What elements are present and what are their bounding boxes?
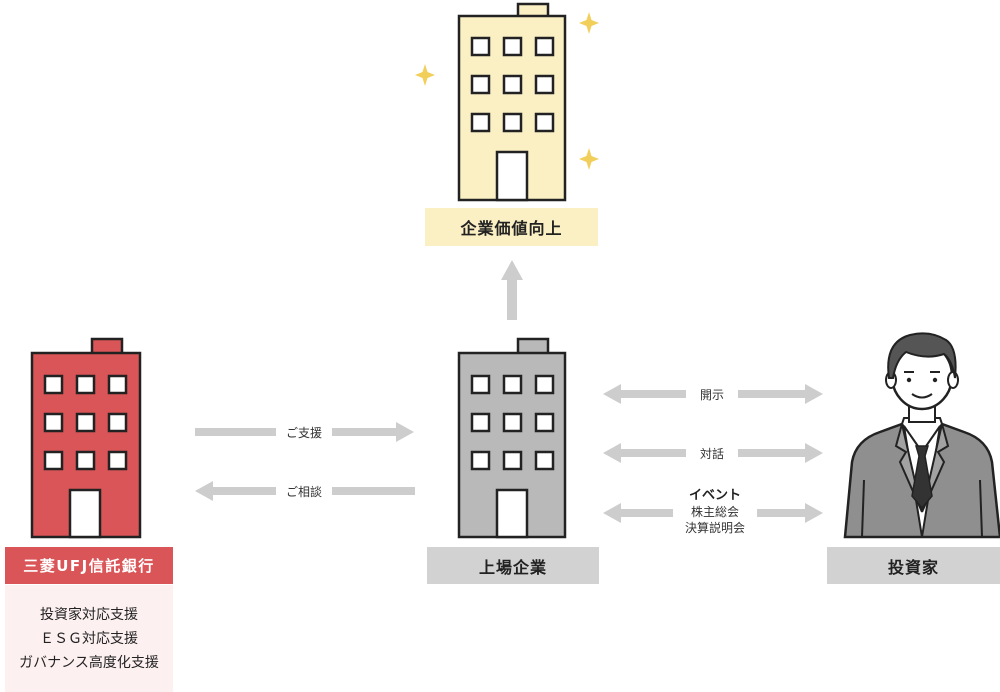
dialogue-label: 対話	[686, 442, 738, 464]
service-investor-relations: 投資家対応支援	[40, 606, 138, 623]
investor-label: 投資家	[827, 547, 1000, 584]
company-label: 上場企業	[427, 547, 599, 584]
sparkle-icons	[415, 12, 599, 170]
event-title: イベント	[688, 488, 741, 503]
disclosure-label: 開示	[686, 383, 738, 405]
event-label: イベント 株主総会 決算説明会	[673, 482, 757, 542]
event-item-briefing: 決算説明会	[684, 521, 745, 535]
value-label: 企業価値向上	[425, 208, 598, 246]
bank-services-list: 投資家対応支援 ＥＳＧ対応支援 ガバナンス高度化支援	[5, 585, 173, 692]
event-item-agm: 株主総会	[690, 505, 739, 519]
service-governance: ガバナンス高度化支援	[19, 654, 159, 671]
bank-label: 三菱UFJ信託銀行	[5, 547, 173, 584]
service-esg: ＥＳＧ対応支援	[40, 630, 138, 647]
consult-label: ご相談	[276, 481, 332, 501]
support-label: ご支援	[276, 422, 332, 442]
